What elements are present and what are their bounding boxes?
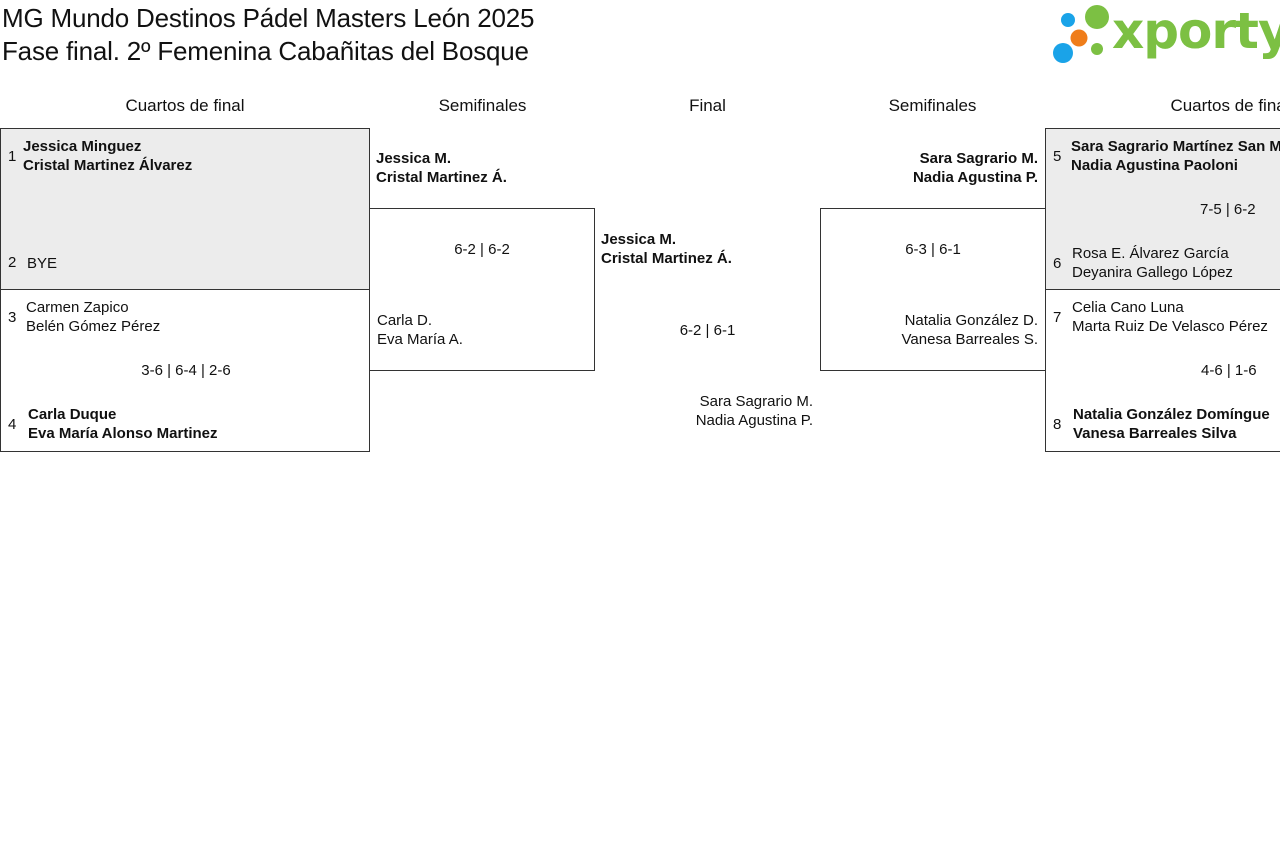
- player-name: Vanesa Barreales S.: [901, 331, 1038, 348]
- player-name: Cristal Martinez Á.: [601, 250, 732, 267]
- col-right-quarters: Cuartos de final: [1170, 96, 1280, 115]
- match-score: 4-6 | 1-6: [1201, 362, 1257, 379]
- final-winner-team: Jessica M. Cristal Martinez Á.: [601, 230, 732, 268]
- team: Carmen Zapico Belén Gómez Pérez: [26, 298, 160, 336]
- seed-number: 7: [1053, 309, 1062, 326]
- left-semi-match[interactable]: 6-2 | 6-2 Carla D. Eva María A.: [369, 208, 595, 371]
- player-name: Eva María Alonso Martinez: [28, 425, 218, 442]
- player-name: Natalia González D.: [904, 312, 1038, 329]
- match-score: 6-2 | 6-2: [454, 241, 510, 258]
- player-name: Jessica M.: [376, 150, 452, 167]
- player-name: Carla D.: [377, 312, 433, 329]
- right-quarter-match-2[interactable]: 7 Celia Cano Luna Marta Ruiz De Velasco …: [1045, 289, 1280, 452]
- right-semi-match[interactable]: 6-3 | 6-1 Natalia González D. Vanesa Bar…: [820, 208, 1046, 371]
- match-score: 6-3 | 6-1: [905, 241, 961, 258]
- player-name: Carmen Zapico: [26, 299, 129, 316]
- col-left-quarters: Cuartos de final: [125, 96, 245, 115]
- player-name: Nadia Agustina Paoloni: [1071, 157, 1238, 174]
- seed-number: 8: [1053, 416, 1062, 433]
- player-name: Vanesa Barreales Silva: [1073, 425, 1237, 442]
- winner-team: Sara Sagrario Martínez San M Nadia Agust…: [1071, 137, 1280, 175]
- logo-dots-icon: [1053, 5, 1109, 63]
- player-name: Rosa E. Álvarez García: [1072, 245, 1229, 262]
- player-name: Sara Sagrario Martínez San M: [1071, 138, 1280, 155]
- player-name: Nadia Agustina P.: [695, 412, 813, 429]
- winner-team: Natalia González Domíngue Vanesa Barreal…: [1073, 405, 1270, 443]
- bye-slot: BYE: [27, 255, 58, 272]
- player-name: Jessica M.: [601, 231, 677, 248]
- logo-text: xporty: [1112, 2, 1280, 60]
- player-name: Marta Ruiz De Velasco Pérez: [1072, 318, 1268, 335]
- seed-number: 3: [8, 309, 17, 326]
- right-quarter-match-1[interactable]: 5 Sara Sagrario Martínez San M Nadia Agu…: [1045, 128, 1280, 290]
- col-right-semis: Semifinales: [888, 96, 977, 115]
- team: Celia Cano Luna Marta Ruiz De Velasco Pé…: [1072, 298, 1268, 336]
- player-name: Natalia González Domíngue: [1073, 406, 1270, 423]
- player-name: Nadia Agustina P.: [912, 169, 1038, 186]
- final-runner-up-team: Sara Sagrario M. Nadia Agustina P.: [600, 392, 813, 430]
- team: Carla D. Eva María A.: [377, 311, 463, 349]
- player-name: Sara Sagrario M.: [919, 150, 1038, 167]
- tournament-title: MG Mundo Destinos Pádel Masters León 202…: [2, 3, 535, 33]
- player-name: Cristal Martinez Álvarez: [23, 157, 193, 174]
- left-quarter-match-1[interactable]: 1 Jessica Minguez Cristal Martinez Álvar…: [0, 128, 370, 290]
- col-final: Final: [689, 96, 726, 115]
- seed-number: 4: [8, 416, 17, 433]
- seed-number: 6: [1053, 255, 1062, 272]
- player-name: Belén Gómez Pérez: [26, 318, 161, 335]
- player-name: Sara Sagrario M.: [699, 393, 813, 410]
- left-quarter-match-2[interactable]: 3 Carmen Zapico Belén Gómez Pérez 3-6 | …: [0, 289, 370, 452]
- player-name: Carla Duque: [28, 406, 117, 423]
- player-name: Celia Cano Luna: [1072, 299, 1184, 316]
- phase-subtitle: Fase final. 2º Femenina Cabañitas del Bo…: [2, 36, 529, 66]
- xporty-logo: xporty: [1052, 2, 1280, 68]
- seed-number: 1: [8, 148, 17, 165]
- col-left-semis: Semifinales: [438, 96, 527, 115]
- right-semi-winner-team: Sara Sagrario M. Nadia Agustina P.: [826, 149, 1038, 187]
- seed-number: 2: [8, 254, 17, 271]
- team: Rosa E. Álvarez García Deyanira Gallego …: [1072, 244, 1233, 282]
- winner-team: Carla Duque Eva María Alonso Martinez: [28, 405, 218, 443]
- player-name: Cristal Martinez Á.: [376, 169, 507, 186]
- player-name: Deyanira Gallego López: [1072, 264, 1233, 281]
- match-score: 3-6 | 6-4 | 2-6: [141, 362, 231, 379]
- left-semi-winner-team: Jessica M. Cristal Martinez Á.: [376, 149, 507, 187]
- player-name: Eva María A.: [377, 331, 463, 348]
- right-quarters-region: 5 Sara Sagrario Martínez San M Nadia Agu…: [1045, 128, 1280, 452]
- player-name: Jessica Minguez: [23, 138, 142, 155]
- winner-team: Jessica Minguez Cristal Martinez Álvarez: [23, 137, 192, 175]
- final-score: 6-2 | 6-1: [679, 322, 736, 339]
- team: Natalia González D. Vanesa Barreales S.: [821, 311, 1038, 349]
- match-score: 7-5 | 6-2: [1200, 201, 1256, 218]
- seed-number: 5: [1053, 148, 1062, 165]
